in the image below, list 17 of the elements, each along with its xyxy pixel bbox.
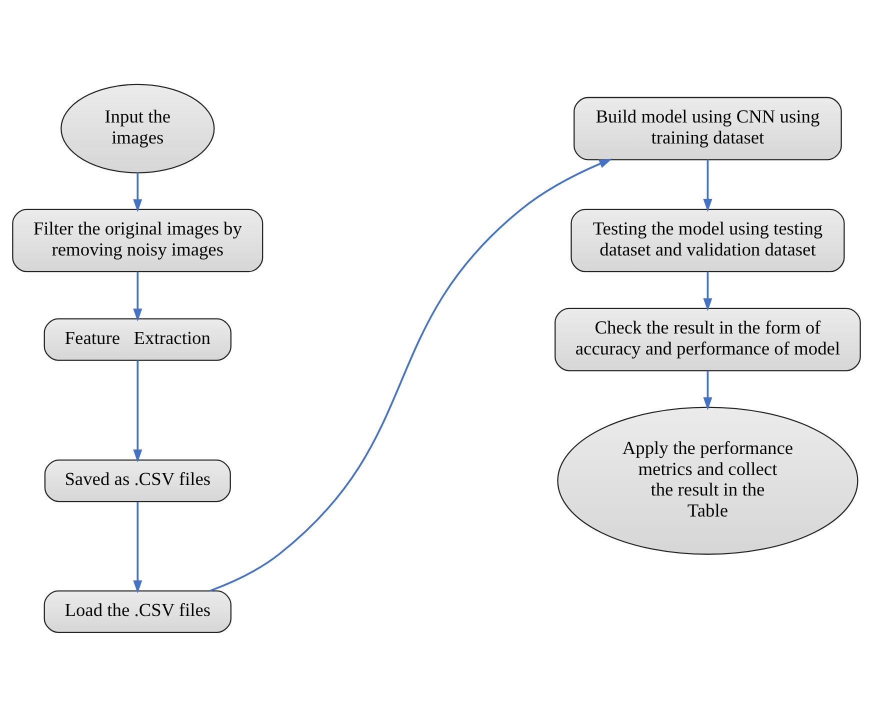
node-ellipse: Input the images bbox=[60, 84, 215, 174]
node-box: Saved as .CSV files bbox=[44, 459, 231, 502]
arrow bbox=[133, 172, 142, 212]
arrow bbox=[133, 360, 142, 462]
node-box: Build model using CNN using training dataset bbox=[574, 96, 842, 160]
node-box: Filter the original images by removing noisy images bbox=[12, 208, 264, 272]
node-box: Testing the model using testing dataset and validation dataset bbox=[570, 208, 845, 272]
arrow bbox=[133, 502, 142, 594]
node-box: Feature Extraction bbox=[44, 318, 232, 361]
arrow bbox=[703, 160, 712, 212]
node-box: Check the result in the form of accuracy and performance of model bbox=[554, 308, 861, 372]
node-box: Load the .CSV files bbox=[44, 590, 232, 633]
arrow bbox=[703, 370, 712, 410]
node-ellipse: Apply the performance metrics and collect the result in the Table bbox=[557, 406, 858, 555]
arrow bbox=[703, 272, 712, 312]
arrow bbox=[133, 272, 142, 322]
arrow bbox=[210, 158, 612, 592]
